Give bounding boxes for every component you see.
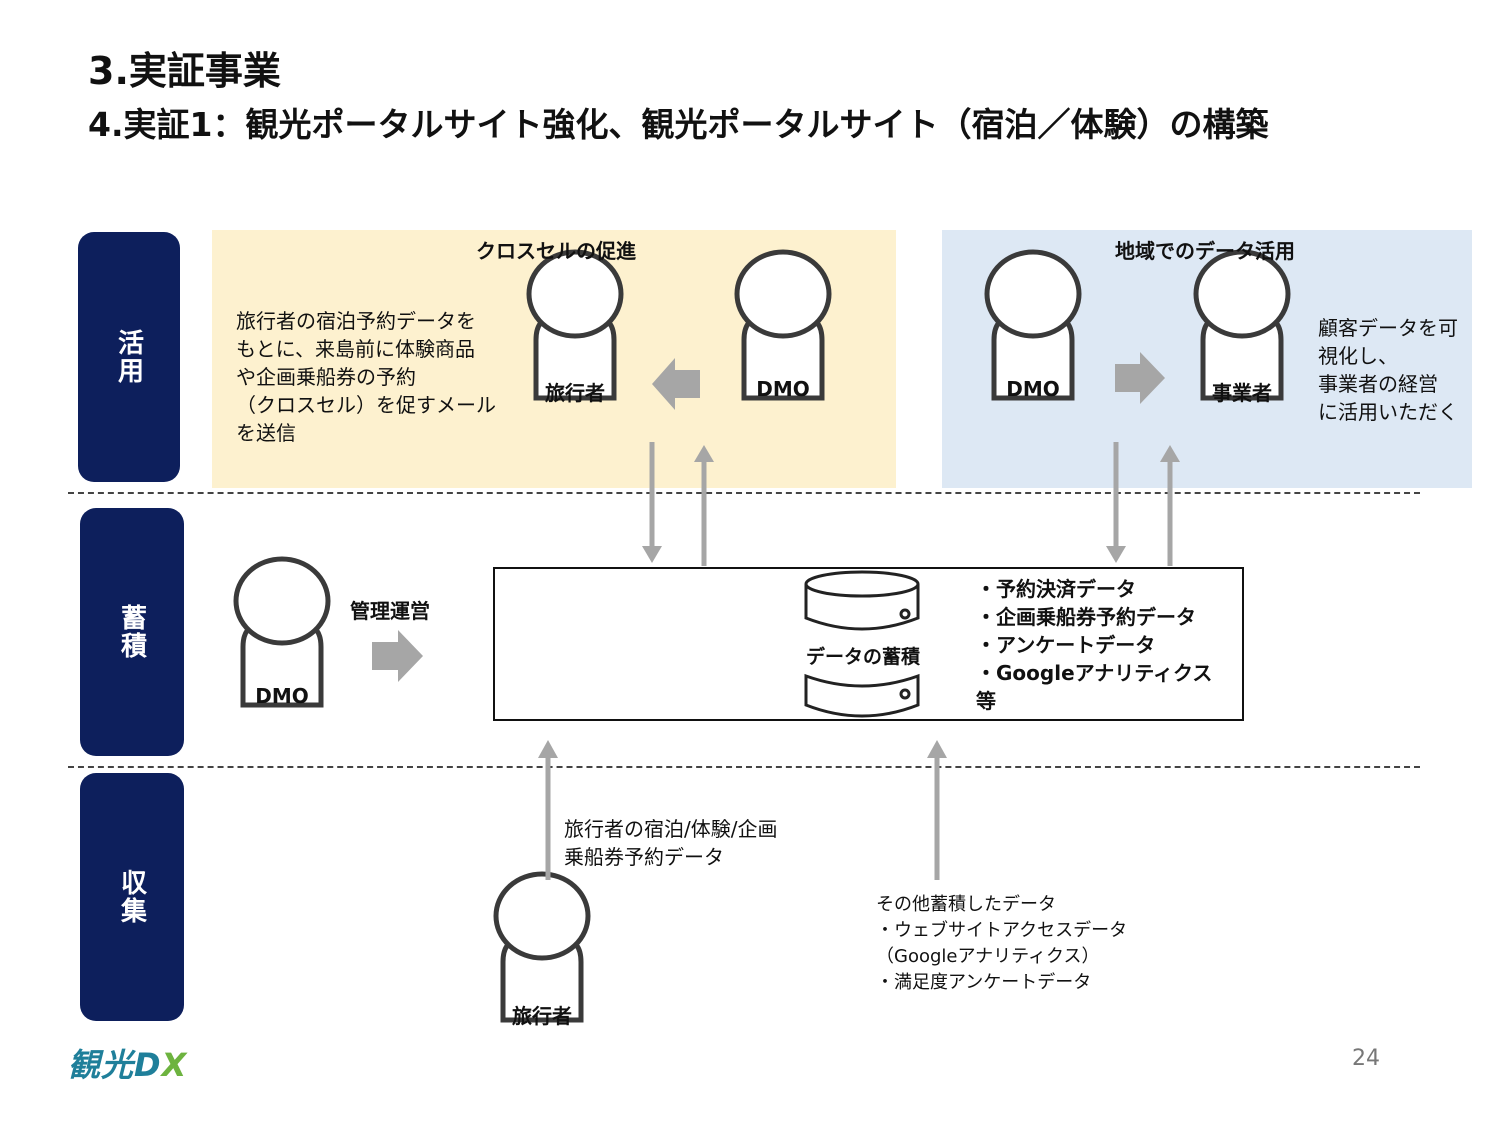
kanko-dx-logo: 観光DX xyxy=(68,1040,187,1086)
page-subtitle: 4.実証1：観光ポータルサイト強化、観光ポータルサイト（宿泊／体験）の構築 xyxy=(88,105,1269,144)
band-store-label: 蓄積 xyxy=(116,604,147,660)
band-use-label: 活用 xyxy=(113,329,144,385)
list-item: ・Googleアナリティクス xyxy=(976,661,1213,685)
dmo-label-storage: DMO xyxy=(255,684,309,708)
block-arrow-manage-icon xyxy=(372,630,423,682)
band-collect: 収集 xyxy=(80,773,184,1021)
other-data-label: その他蓄積したデータ ・ウェブサイトアクセスデータ （Googleアナリティクス… xyxy=(876,894,1128,993)
page-number: 24 xyxy=(1352,1046,1380,1071)
cross-sell-title: クロスセルの促進 xyxy=(476,239,636,263)
regional-title: 地域でのデータ活用 xyxy=(1115,239,1295,263)
logo-x: X xyxy=(161,1046,188,1084)
band-store: 蓄積 xyxy=(80,508,184,756)
divider-top xyxy=(68,492,1420,494)
person-icon-traveler-collect xyxy=(496,874,588,1020)
page-title: 3.実証事業 xyxy=(88,49,281,93)
traveler-label-crosssell: 旅行者 xyxy=(545,381,605,405)
list-item: ・予約決済データ xyxy=(976,577,1136,601)
reservation-data-label: 旅行者の宿泊/体験/企画 乗船券予約データ xyxy=(564,817,778,869)
list-item: 等 xyxy=(976,689,996,713)
divider-bottom xyxy=(68,766,1420,768)
dmo-label-regional: DMO xyxy=(1006,377,1060,401)
database-label: データの蓄積 xyxy=(806,646,921,668)
block-arrow-right-icon xyxy=(1115,352,1165,404)
list-item: ・企画乗船券予約データ xyxy=(976,605,1196,629)
vertical-arrows xyxy=(538,442,1180,880)
band-use: 活用 xyxy=(78,232,180,482)
traveler-label-collect: 旅行者 xyxy=(512,1004,572,1028)
logo-main: 観光D xyxy=(68,1046,162,1084)
manage-label: 管理運営 xyxy=(350,599,430,623)
dmo-label-crosssell: DMO xyxy=(756,377,810,401)
business-label-regional: 事業者 xyxy=(1212,381,1272,405)
database-icon xyxy=(804,570,920,718)
list-item: ・アンケートデータ xyxy=(976,633,1156,657)
cross-sell-description: 旅行者の宿泊予約データを もとに、来島前に体験商品 や企画乗船券の予約 （クロス… xyxy=(236,309,496,445)
stored-data-list: ・予約決済データ ・企画乗船券予約データ ・アンケートデータ ・Googleアナ… xyxy=(976,575,1212,715)
regional-description: 顧客データを可 視化し、 事業者の経営 に活用いただく xyxy=(1318,316,1458,424)
band-collect-label: 収集 xyxy=(116,869,147,925)
block-arrow-left-icon xyxy=(652,358,700,410)
